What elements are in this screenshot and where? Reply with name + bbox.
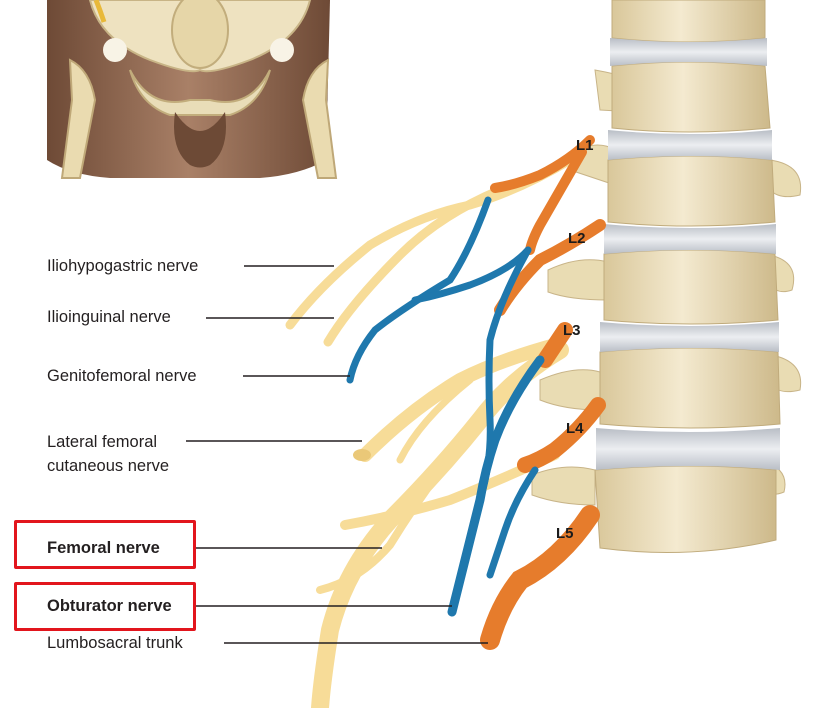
level-l1: L1 [576, 137, 594, 154]
spinal-level-labels: L1 L2 L3 L4 L5 [556, 137, 594, 542]
nerve-roots [480, 135, 606, 650]
level-l5: L5 [556, 525, 574, 542]
cut-nerve-end [353, 449, 371, 461]
label-femoral-nerve: Femoral nerve [47, 539, 160, 557]
label-genitofemoral-nerve: Genitofemoral nerve [47, 367, 197, 385]
leader-lines [186, 265, 488, 644]
vertebral-column [531, 0, 802, 553]
level-l3: L3 [563, 322, 581, 339]
label-lateral-femoral-line1: Lateral femoral [47, 433, 158, 451]
blue-nerves [346, 196, 545, 617]
label-lumbosacral-trunk: Lumbosacral trunk [47, 634, 183, 652]
label-iliohypogastric-nerve: Iliohypogastric nerve [47, 257, 199, 275]
obturator-highlight-box [14, 582, 196, 631]
level-l4: L4 [566, 420, 584, 437]
label-obturator-nerve: Obturator nerve [47, 597, 172, 615]
femoral-highlight-box [14, 520, 196, 569]
label-ilioinguinal-nerve: Ilioinguinal nerve [47, 308, 171, 326]
level-l2: L2 [568, 230, 586, 247]
pelvis-inset [47, 0, 338, 179]
label-lateral-femoral-line2: cutaneous nerve [47, 457, 170, 475]
pale-nerves [285, 155, 575, 708]
